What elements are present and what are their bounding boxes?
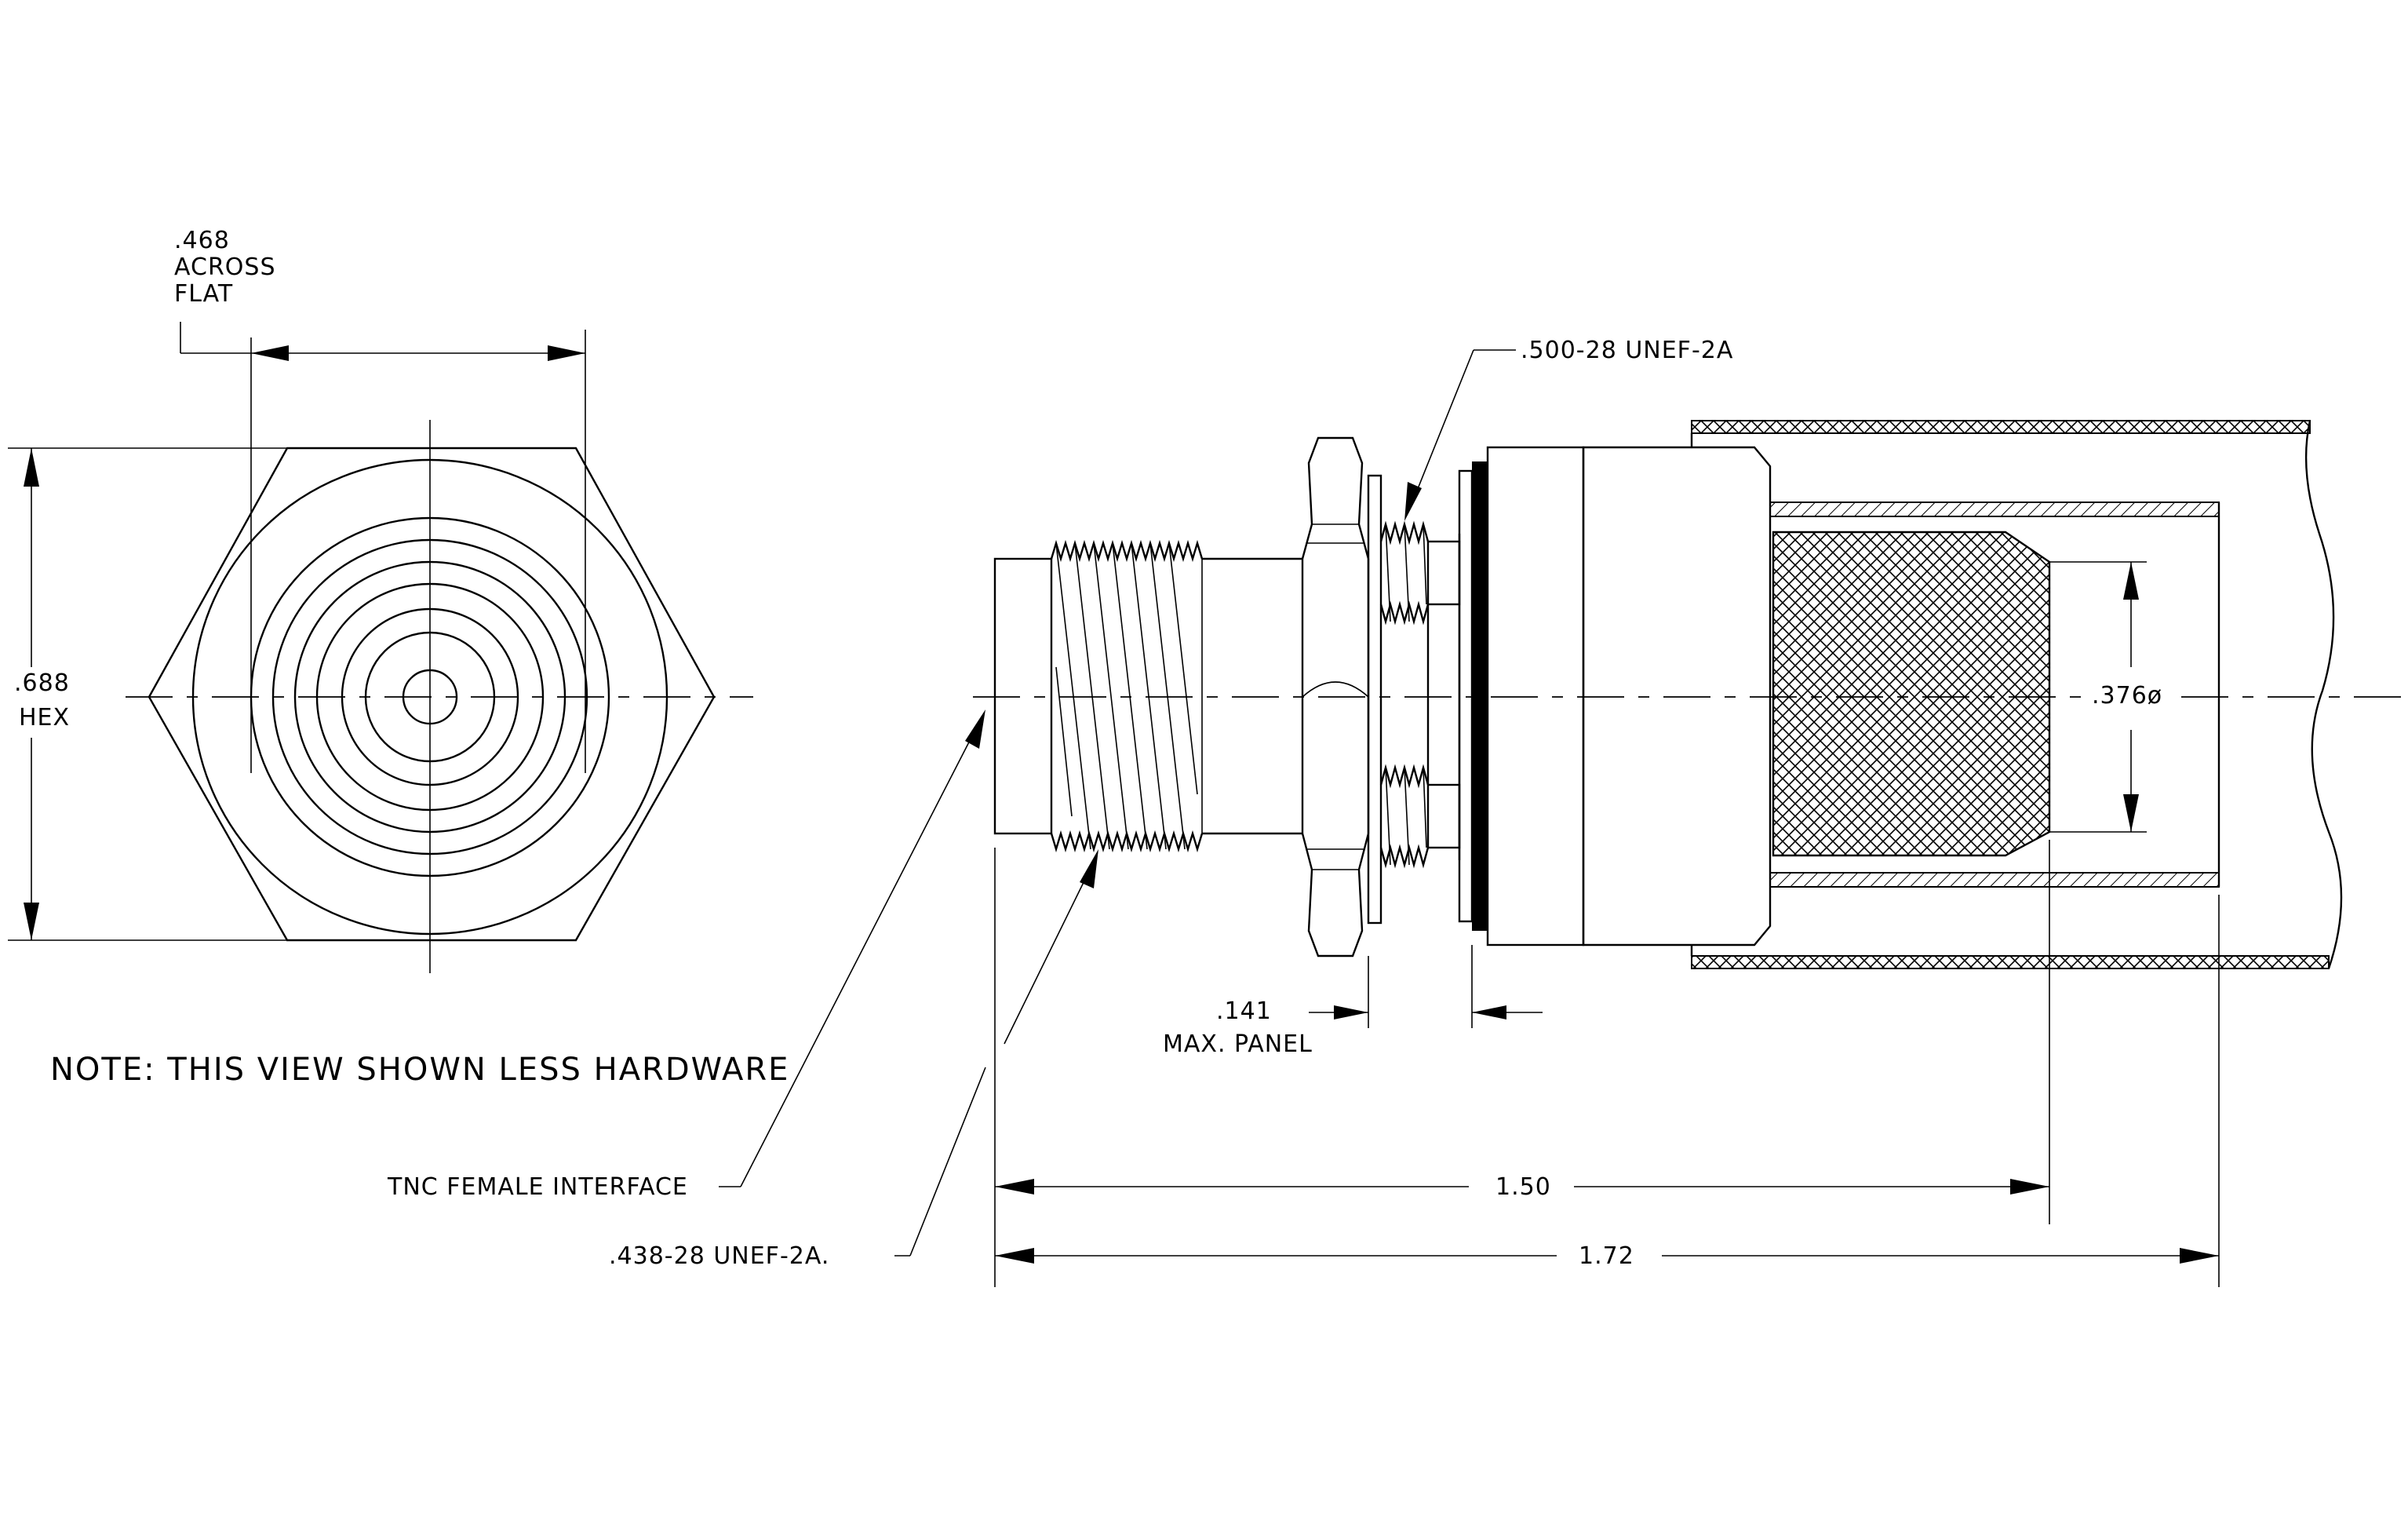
thread-438-label: .438-28 UNEF-2A.	[609, 1242, 829, 1270]
braid-shield	[1772, 531, 2051, 857]
callout-thread-438: .438-28 UNEF-2A.	[609, 849, 1098, 1270]
dim-172: 1.72	[995, 895, 2220, 1287]
panel-value: .141	[1216, 998, 1272, 1025]
dim-panel: .141 MAX. PANEL	[1163, 945, 1543, 1058]
callout-thread-500: .500-28 UNEF-2A	[1404, 337, 1733, 521]
cable-jacket	[1690, 420, 2343, 969]
len-172-label: 1.72	[1579, 1242, 1634, 1270]
thread-500-label: .500-28 UNEF-2A	[1521, 337, 1733, 364]
panel-text: MAX. PANEL	[1163, 1030, 1313, 1058]
len-150-label: 1.50	[1495, 1173, 1551, 1201]
across-flat-value: .468	[174, 227, 230, 254]
thread-438	[1050, 539, 1204, 853]
note-text: NOTE: THIS VIEW SHOWN LESS HARDWARE	[50, 1052, 789, 1088]
lock-washer	[1367, 474, 1383, 925]
thread-500-upper	[1379, 520, 1461, 626]
tnc-label: TNC FEMALE INTERFACE	[387, 1173, 688, 1201]
hex-value: .688	[14, 669, 70, 697]
dim-hex: .688 HEX	[8, 447, 287, 941]
across-flat-word1: ACROSS	[174, 254, 276, 281]
across-flat-word2: FLAT	[174, 280, 233, 308]
rear-body	[1486, 446, 1772, 947]
end-view	[126, 330, 753, 973]
dielectric-sleeve	[1769, 502, 2220, 888]
callout-tnc: TNC FEMALE INTERFACE	[387, 709, 985, 1201]
gasket	[1472, 461, 1488, 931]
tnc-interface-body	[993, 557, 1053, 835]
dia-376-label: .376ø	[2092, 682, 2162, 709]
dim-376: .376ø	[2049, 561, 2167, 833]
hex-outline	[148, 447, 716, 942]
dim-across-flat: .468 ACROSS FLAT	[174, 227, 585, 361]
side-view	[973, 420, 2408, 969]
dim-150: 1.50	[994, 840, 2050, 1287]
thread-500-lower	[1379, 764, 1461, 869]
hex-word: HEX	[19, 704, 70, 731]
